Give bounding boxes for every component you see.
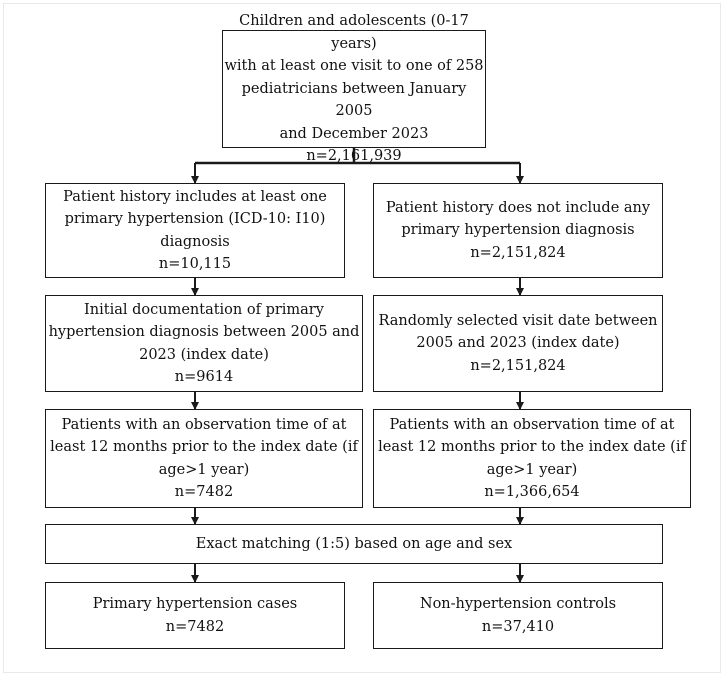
left-index-box: Initial documentation of primary hyperte… [45, 295, 363, 392]
left-history-line-2: primary hypertension (ICD-10: I10) [64, 211, 326, 227]
top-line-3: pediatricians between January 2005 [241, 80, 467, 120]
right-history-line-2: primary hypertension diagnosis [401, 222, 635, 239]
left-index-line-2: hypertension diagnosis between 2005 and [48, 324, 360, 340]
top-line-2: with at least one visit to one of 258 [224, 58, 484, 75]
matching-box: Exact matching (1:5) based on age and se… [45, 524, 663, 564]
right-history-count: n=2,151,824 [470, 244, 566, 261]
right-observation-line-1: Patients with an observation time of at [389, 416, 675, 433]
top-population-box: Children and adolescents (0-17 years) wi… [222, 13, 486, 164]
left-index-line-1: Initial documentation of primary [84, 301, 324, 318]
figure-frame [3, 3, 721, 673]
top-line-4: and December 2023 [279, 125, 429, 142]
left-observation-line-2: least 12 months prior to the index date … [50, 439, 358, 455]
right-result-count: n=37,410 [481, 618, 555, 635]
matching-label: Exact matching (1:5) based on age and se… [195, 535, 513, 552]
right-index-box: Randomly selected visit date between 200… [373, 295, 663, 392]
right-index-count: n=2,151,824 [470, 357, 566, 374]
right-observation-box: Patients with an observation time of at … [373, 409, 691, 508]
left-observation-line-3: age>1 year) [158, 461, 250, 478]
left-observation-count: n=7482 [174, 484, 234, 500]
right-observation-count: n=1,366,654 [484, 484, 580, 500]
right-result-label: Non-hypertension controls [419, 596, 617, 612]
left-history-line-3: diagnosis [160, 233, 230, 250]
left-index-count: n=9614 [174, 369, 234, 385]
right-history-box: Patient history does not include any pri… [373, 183, 663, 278]
left-result-label: Primary hypertension cases [92, 596, 298, 612]
left-result-count: n=7482 [165, 618, 225, 635]
right-index-line-1: Randomly selected visit date between [378, 312, 658, 329]
right-index-line-2: 2005 and 2023 (index date) [416, 335, 620, 352]
left-history-box: Patient history includes at least one pr… [45, 183, 345, 278]
left-history-count: n=10,115 [158, 256, 232, 272]
left-observation-line-1: Patients with an observation time of at [61, 416, 347, 433]
top-count: n=2,161,939 [306, 148, 402, 165]
right-result-box: Non-hypertension controls n=37,410 [373, 582, 663, 649]
left-index-line-3: 2023 (index date) [139, 346, 269, 363]
right-history-line-1: Patient history does not include any [385, 199, 651, 216]
top-line-1: Children and adolescents (0-17 years) [239, 13, 469, 52]
left-observation-box: Patients with an observation time of at … [45, 409, 363, 508]
right-observation-line-3: age>1 year) [486, 461, 578, 478]
left-result-box: Primary hypertension cases n=7482 [45, 582, 345, 649]
left-history-line-1: Patient history includes at least one [63, 188, 327, 205]
right-observation-line-2: least 12 months prior to the index date … [378, 439, 686, 455]
